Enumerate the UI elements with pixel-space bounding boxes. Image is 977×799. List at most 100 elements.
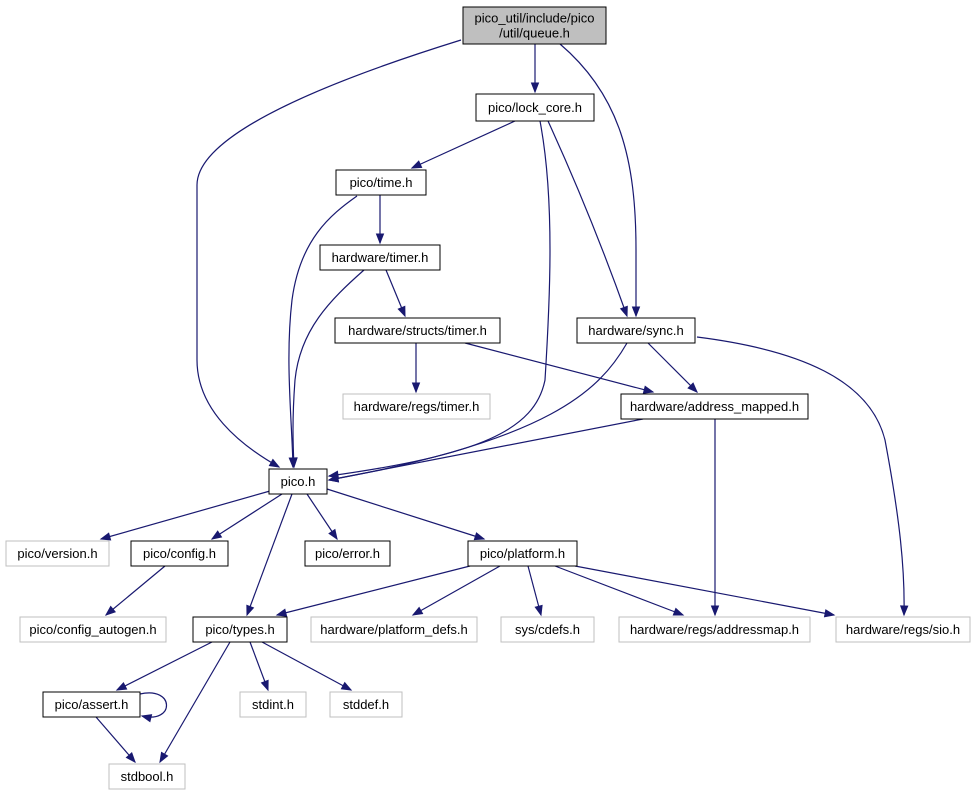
edge-lock_core-to-sync bbox=[547, 120, 628, 318]
node-stddef: stddef.h bbox=[329, 691, 403, 718]
edge-line bbox=[288, 195, 358, 468]
node-label: hardware/structs/timer.h bbox=[348, 323, 487, 338]
edge-types-to-stdbool bbox=[159, 641, 231, 764]
edge-assert-to-assert bbox=[139, 692, 167, 723]
node-label: hardware/address_mapped.h bbox=[630, 399, 799, 414]
arrowhead bbox=[268, 458, 281, 468]
edge-types-to-assert bbox=[115, 641, 213, 691]
edge-address_mapped-to-pico bbox=[327, 418, 644, 483]
arrowhead bbox=[530, 82, 540, 94]
arrowhead bbox=[99, 532, 112, 541]
node-label: pico/config_autogen.h bbox=[29, 622, 156, 637]
arrowhead bbox=[672, 607, 685, 616]
edge-line bbox=[211, 493, 283, 540]
arrowhead bbox=[140, 714, 153, 723]
edge-pico-to-version bbox=[99, 490, 271, 541]
arrowhead bbox=[631, 306, 641, 318]
node-queue[interactable]: pico_util/include/pico/util/queue.h bbox=[462, 6, 607, 45]
node-label: pico/config.h bbox=[143, 546, 216, 561]
arrowhead bbox=[260, 679, 269, 692]
node-label: pico/lock_core.h bbox=[488, 100, 582, 115]
node-label: /util/queue.h bbox=[499, 26, 570, 41]
edge-types-to-stdint bbox=[249, 641, 269, 692]
arrowhead bbox=[642, 385, 655, 394]
edge-line bbox=[554, 565, 684, 616]
edge-line bbox=[95, 716, 136, 763]
edge-platform-to-platform_defs bbox=[411, 565, 501, 616]
edge-line bbox=[647, 342, 698, 393]
arrowhead bbox=[115, 681, 128, 691]
node-lock-core[interactable]: pico/lock_core.h bbox=[475, 93, 595, 122]
node-time[interactable]: pico/time.h bbox=[335, 169, 427, 196]
arrowhead bbox=[210, 530, 223, 540]
arrowhead bbox=[473, 532, 486, 541]
node-label: sys/cdefs.h bbox=[515, 622, 580, 637]
edge-lock_core-to-time bbox=[410, 120, 516, 169]
edge-pico-to-error bbox=[306, 493, 338, 541]
edge-assert-to-stdbool bbox=[95, 716, 136, 764]
node-error[interactable]: pico/error.h bbox=[304, 540, 391, 567]
node-config[interactable]: pico/config.h bbox=[130, 540, 229, 567]
node-label: hardware/timer.h bbox=[332, 250, 429, 265]
node-label: pico/error.h bbox=[315, 546, 380, 561]
node-box bbox=[467, 540, 578, 567]
edge-queue-to-lock_core bbox=[530, 44, 540, 94]
edge-time-to-hw_timer bbox=[375, 195, 385, 245]
node-label: pico_util/include/pico bbox=[475, 11, 595, 26]
edge-platform-to-cdefs bbox=[527, 565, 543, 617]
edge-structs_timer-to-address_mapped bbox=[464, 342, 655, 394]
node-box bbox=[500, 616, 595, 643]
node-label: pico/time.h bbox=[350, 175, 413, 190]
arrowhead bbox=[125, 752, 136, 764]
edge-address_mapped-to-addressmap bbox=[710, 419, 720, 617]
node-box bbox=[342, 393, 491, 420]
edge-types-to-stddef bbox=[261, 641, 353, 691]
node-types[interactable]: pico/types.h bbox=[192, 616, 288, 643]
node-box bbox=[618, 616, 811, 643]
arrowhead bbox=[411, 382, 421, 394]
node-box bbox=[475, 93, 595, 122]
node-label: pico/types.h bbox=[205, 622, 274, 637]
node-regs-timer: hardware/regs/timer.h bbox=[342, 393, 491, 420]
node-box bbox=[239, 691, 307, 718]
node-label: stdbool.h bbox=[121, 769, 174, 784]
node-label: pico.h bbox=[281, 474, 316, 489]
node-config-autogen: pico/config_autogen.h bbox=[19, 616, 167, 643]
node-stdint: stdint.h bbox=[239, 691, 307, 718]
edge-structs_timer-to-regs_timer bbox=[411, 343, 421, 394]
edge-line bbox=[328, 418, 644, 481]
node-pico[interactable]: pico.h bbox=[268, 468, 328, 495]
node-box bbox=[42, 691, 141, 718]
edge-pico-to-config bbox=[210, 493, 283, 540]
node-hw-timer[interactable]: hardware/timer.h bbox=[319, 244, 441, 271]
node-stdbool: stdbool.h bbox=[108, 763, 186, 790]
node-assert[interactable]: pico/assert.h bbox=[42, 691, 141, 718]
node-box bbox=[319, 244, 441, 271]
node-sync[interactable]: hardware/sync.h bbox=[576, 317, 696, 344]
arrowhead bbox=[289, 457, 298, 469]
node-label: hardware/sync.h bbox=[588, 323, 683, 338]
edge-line bbox=[196, 39, 462, 468]
node-box bbox=[19, 616, 167, 643]
node-box bbox=[310, 616, 478, 643]
edge-line bbox=[696, 336, 905, 616]
node-label: stddef.h bbox=[343, 697, 389, 712]
edge-sync-to-sio bbox=[696, 336, 909, 617]
edge-line bbox=[261, 641, 352, 691]
arrowhead bbox=[246, 604, 255, 617]
node-address-mapped[interactable]: hardware/address_mapped.h bbox=[620, 393, 809, 420]
arrowhead bbox=[687, 382, 698, 393]
edge-sync-to-address_mapped bbox=[647, 342, 698, 393]
edge-line bbox=[328, 342, 628, 481]
edge-line bbox=[159, 641, 231, 763]
node-box bbox=[462, 6, 607, 45]
arrowhead bbox=[327, 474, 340, 483]
arrowhead bbox=[104, 605, 117, 616]
edge-line bbox=[464, 342, 654, 393]
edge-line bbox=[559, 43, 637, 316]
node-platform[interactable]: pico/platform.h bbox=[467, 540, 578, 567]
arrowhead bbox=[534, 604, 543, 617]
node-structs-timer[interactable]: hardware/structs/timer.h bbox=[334, 317, 501, 344]
arrowhead bbox=[710, 605, 720, 617]
